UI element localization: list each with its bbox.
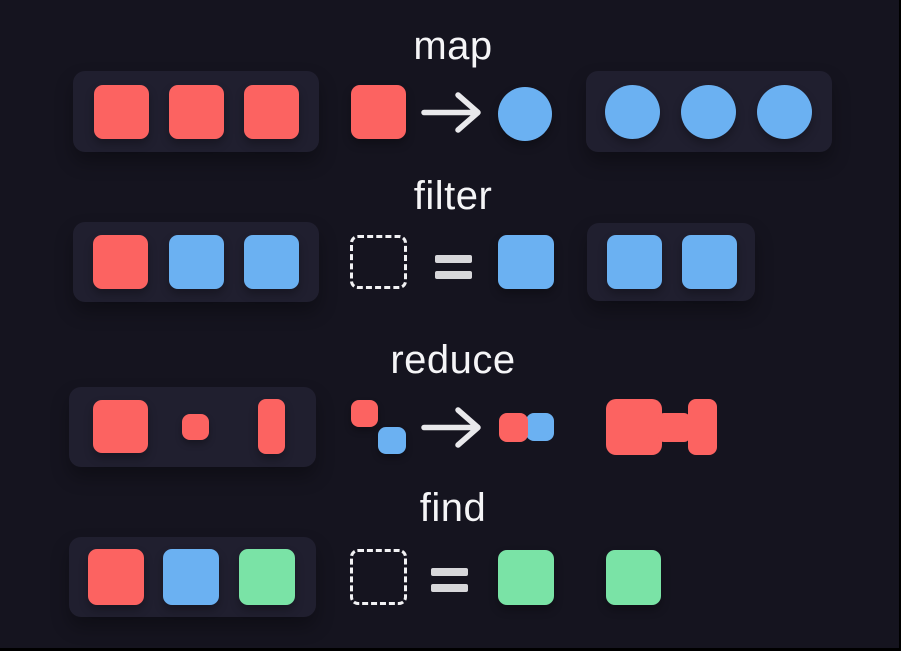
equals-bar [431,584,468,592]
dashed-placeholder-icon [350,549,407,605]
blue-square [607,235,662,289]
map-input-array [73,71,319,152]
dashed-placeholder-icon [350,235,407,289]
reduce-pair-blue-square [526,413,554,441]
row-label-map: map [413,24,493,68]
map-result-blue-circle [498,87,552,141]
blue-circle [605,85,660,139]
blue-square [244,235,299,289]
red-square [244,85,299,139]
find-result-green-square [606,550,661,605]
arrow-right-icon [421,92,481,133]
equals-icon [435,255,472,279]
equals-bar [435,271,472,279]
blue-circle [757,85,812,139]
blue-square [169,235,224,289]
filter-input-array [73,222,319,302]
equals-bar [431,568,468,576]
red-square-large [93,400,148,453]
row-label-reduce: reduce [390,338,516,382]
blue-circle [681,85,736,139]
find-input-array [69,537,316,617]
red-square [94,85,149,139]
map-output-array [586,71,832,152]
merged-tall-bar [688,399,717,455]
filter-criterion-blue-square [498,235,554,289]
blue-square [163,549,219,605]
reduce-pair-red-square [499,413,528,442]
row-label-filter: filter [413,174,493,218]
reduce-item-blue-square [378,427,406,454]
reduce-input-array [69,387,316,467]
equals-bar [435,255,472,263]
reduce-acc-red-square [351,400,378,427]
red-square [169,85,224,139]
filter-output-array [587,223,755,301]
merged-connector-square [658,413,690,442]
red-rect-tall [258,399,285,454]
red-square-small [182,414,209,440]
row-label-find: find [419,486,487,530]
blue-square [682,235,737,289]
arrow-right-icon [421,407,481,448]
red-square [93,235,148,289]
merged-large-square [606,399,662,455]
equals-icon [431,568,468,592]
find-criterion-green-square [498,550,554,605]
map-operand-red-square [351,85,406,139]
red-square [88,549,144,605]
green-square [239,549,295,605]
